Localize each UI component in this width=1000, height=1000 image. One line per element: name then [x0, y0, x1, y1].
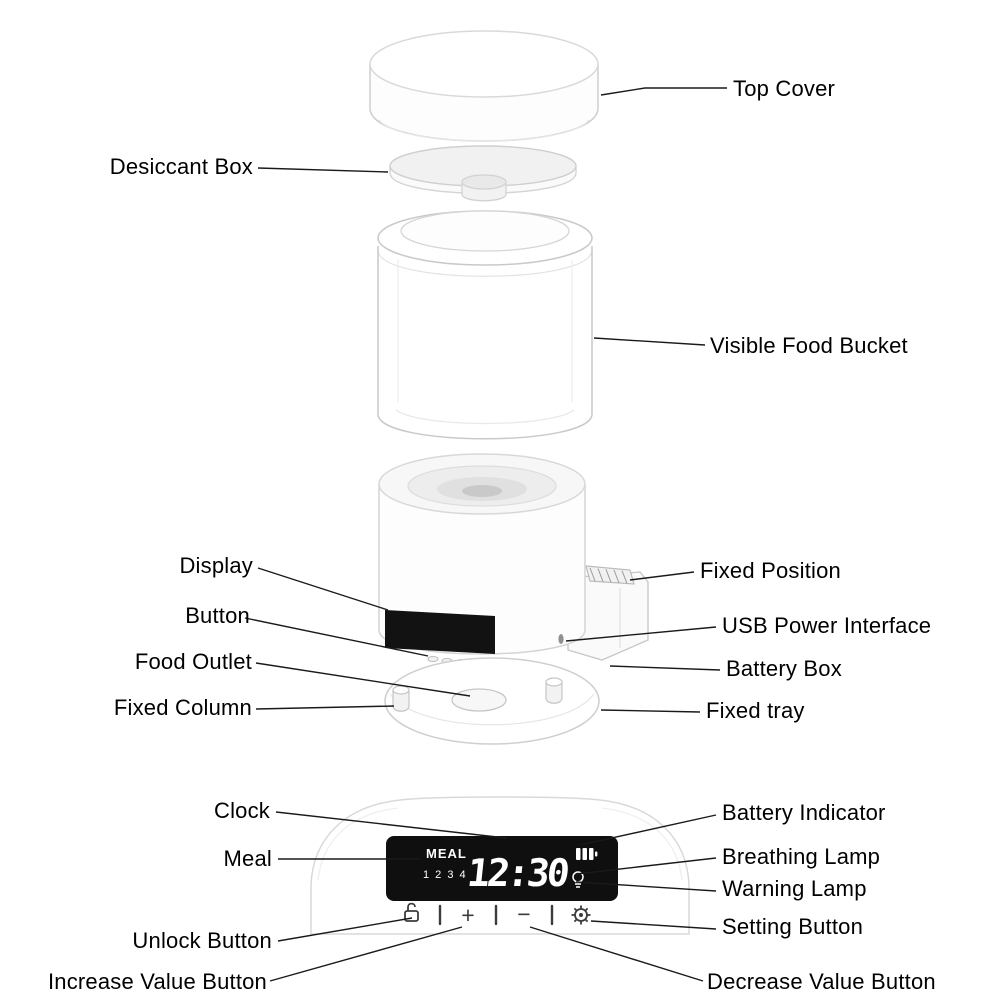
- label-battery-indicator: Battery Indicator: [722, 800, 886, 825]
- label-clock: Clock: [213, 798, 270, 823]
- unlock-icon: [404, 902, 419, 922]
- lcd-screen: [386, 836, 618, 901]
- fixed-position-bracket: [567, 565, 649, 661]
- callout-lines: [244, 87, 727, 982]
- base-display-screen: [385, 610, 495, 654]
- label-desiccant-box: Desiccant Box: [109, 154, 253, 179]
- label-visible-food-bucket: Visible Food Bucket: [710, 333, 908, 358]
- label-fixed-tray: Fixed tray: [706, 698, 805, 723]
- label-breathing-lamp: Breathing Lamp: [722, 844, 881, 869]
- label-warning-lamp: Warning Lamp: [722, 876, 867, 901]
- label-display: Display: [179, 553, 253, 578]
- top-cover: [369, 30, 599, 142]
- label-battery-box: Battery Box: [726, 656, 842, 681]
- desiccant-box: [389, 145, 577, 202]
- minus-icon: −: [517, 901, 530, 927]
- fixed-position-clamp: [585, 565, 635, 585]
- label-button: Button: [185, 603, 250, 628]
- label-fixed-column: Fixed Column: [113, 695, 252, 720]
- fixed-tray: [384, 657, 600, 745]
- visible-food-bucket: [377, 210, 593, 440]
- plus-icon: +: [461, 902, 474, 928]
- clock-time: 12:30: [465, 851, 570, 895]
- label-food-outlet: Food Outlet: [134, 649, 252, 674]
- button-separators: [438, 904, 554, 926]
- label-increase-value-button: Increase Value Button: [47, 969, 267, 994]
- fixed-column-left: [392, 685, 410, 712]
- label-fixed-position: Fixed Position: [700, 558, 841, 583]
- meal-label: MEAL: [426, 846, 467, 861]
- panel-button-row: + −: [404, 901, 591, 928]
- feeder-base: [378, 453, 586, 666]
- label-setting-button: Setting Button: [722, 914, 864, 939]
- battery-indicator-icon: [576, 848, 598, 860]
- label-meal: Meal: [223, 846, 272, 871]
- label-unlock-button: Unlock Button: [132, 928, 272, 953]
- label-decrease-value-button: Decrease Value Button: [707, 969, 936, 994]
- meal-numbers: 1 2 3 4: [423, 869, 467, 881]
- control-panel-closeup: MEAL 1 2 3 4 12:30 + −: [310, 796, 690, 935]
- food-outlet-hole: [451, 688, 507, 712]
- gear-icon: [571, 905, 591, 925]
- usb-port: [558, 634, 564, 644]
- label-top-cover: Top Cover: [733, 76, 836, 101]
- fixed-column-right: [545, 677, 563, 704]
- label-usb-power-interface: USB Power Interface: [722, 613, 932, 638]
